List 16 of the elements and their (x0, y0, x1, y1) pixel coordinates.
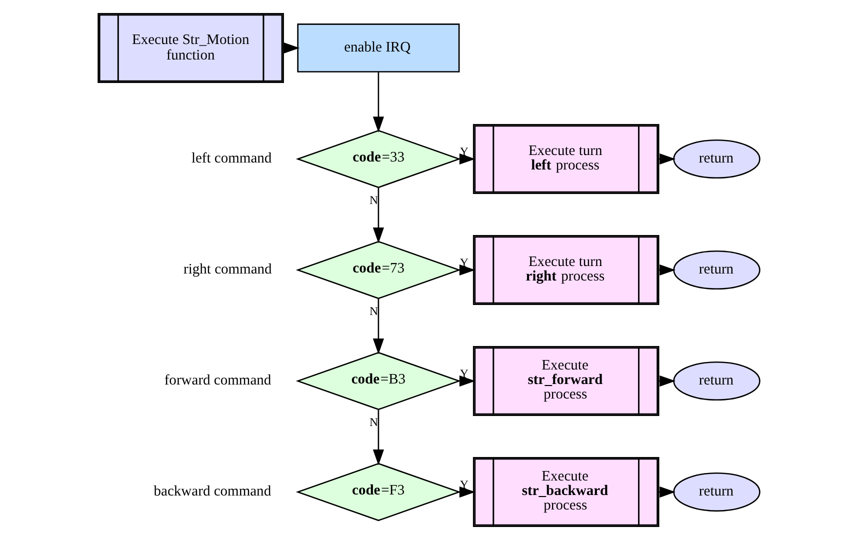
node-label: left command (191, 150, 272, 167)
edge-label: N (370, 415, 378, 430)
node-ellipse: return (673, 361, 760, 401)
node-label: forward command (164, 372, 272, 389)
node-ellipse: return (673, 250, 760, 290)
node-label: right command (184, 262, 272, 278)
edge-label: N (370, 304, 378, 318)
node-box: enable IRQ (297, 24, 460, 72)
arrow (372, 410, 384, 466)
arrow (372, 72, 384, 132)
arrow (372, 298, 384, 354)
arrow (372, 188, 384, 244)
node-ellipse: return (673, 472, 760, 512)
node-label: backward command (154, 484, 272, 500)
edge-label: N (370, 193, 378, 208)
node-ellipse: return (673, 139, 760, 179)
